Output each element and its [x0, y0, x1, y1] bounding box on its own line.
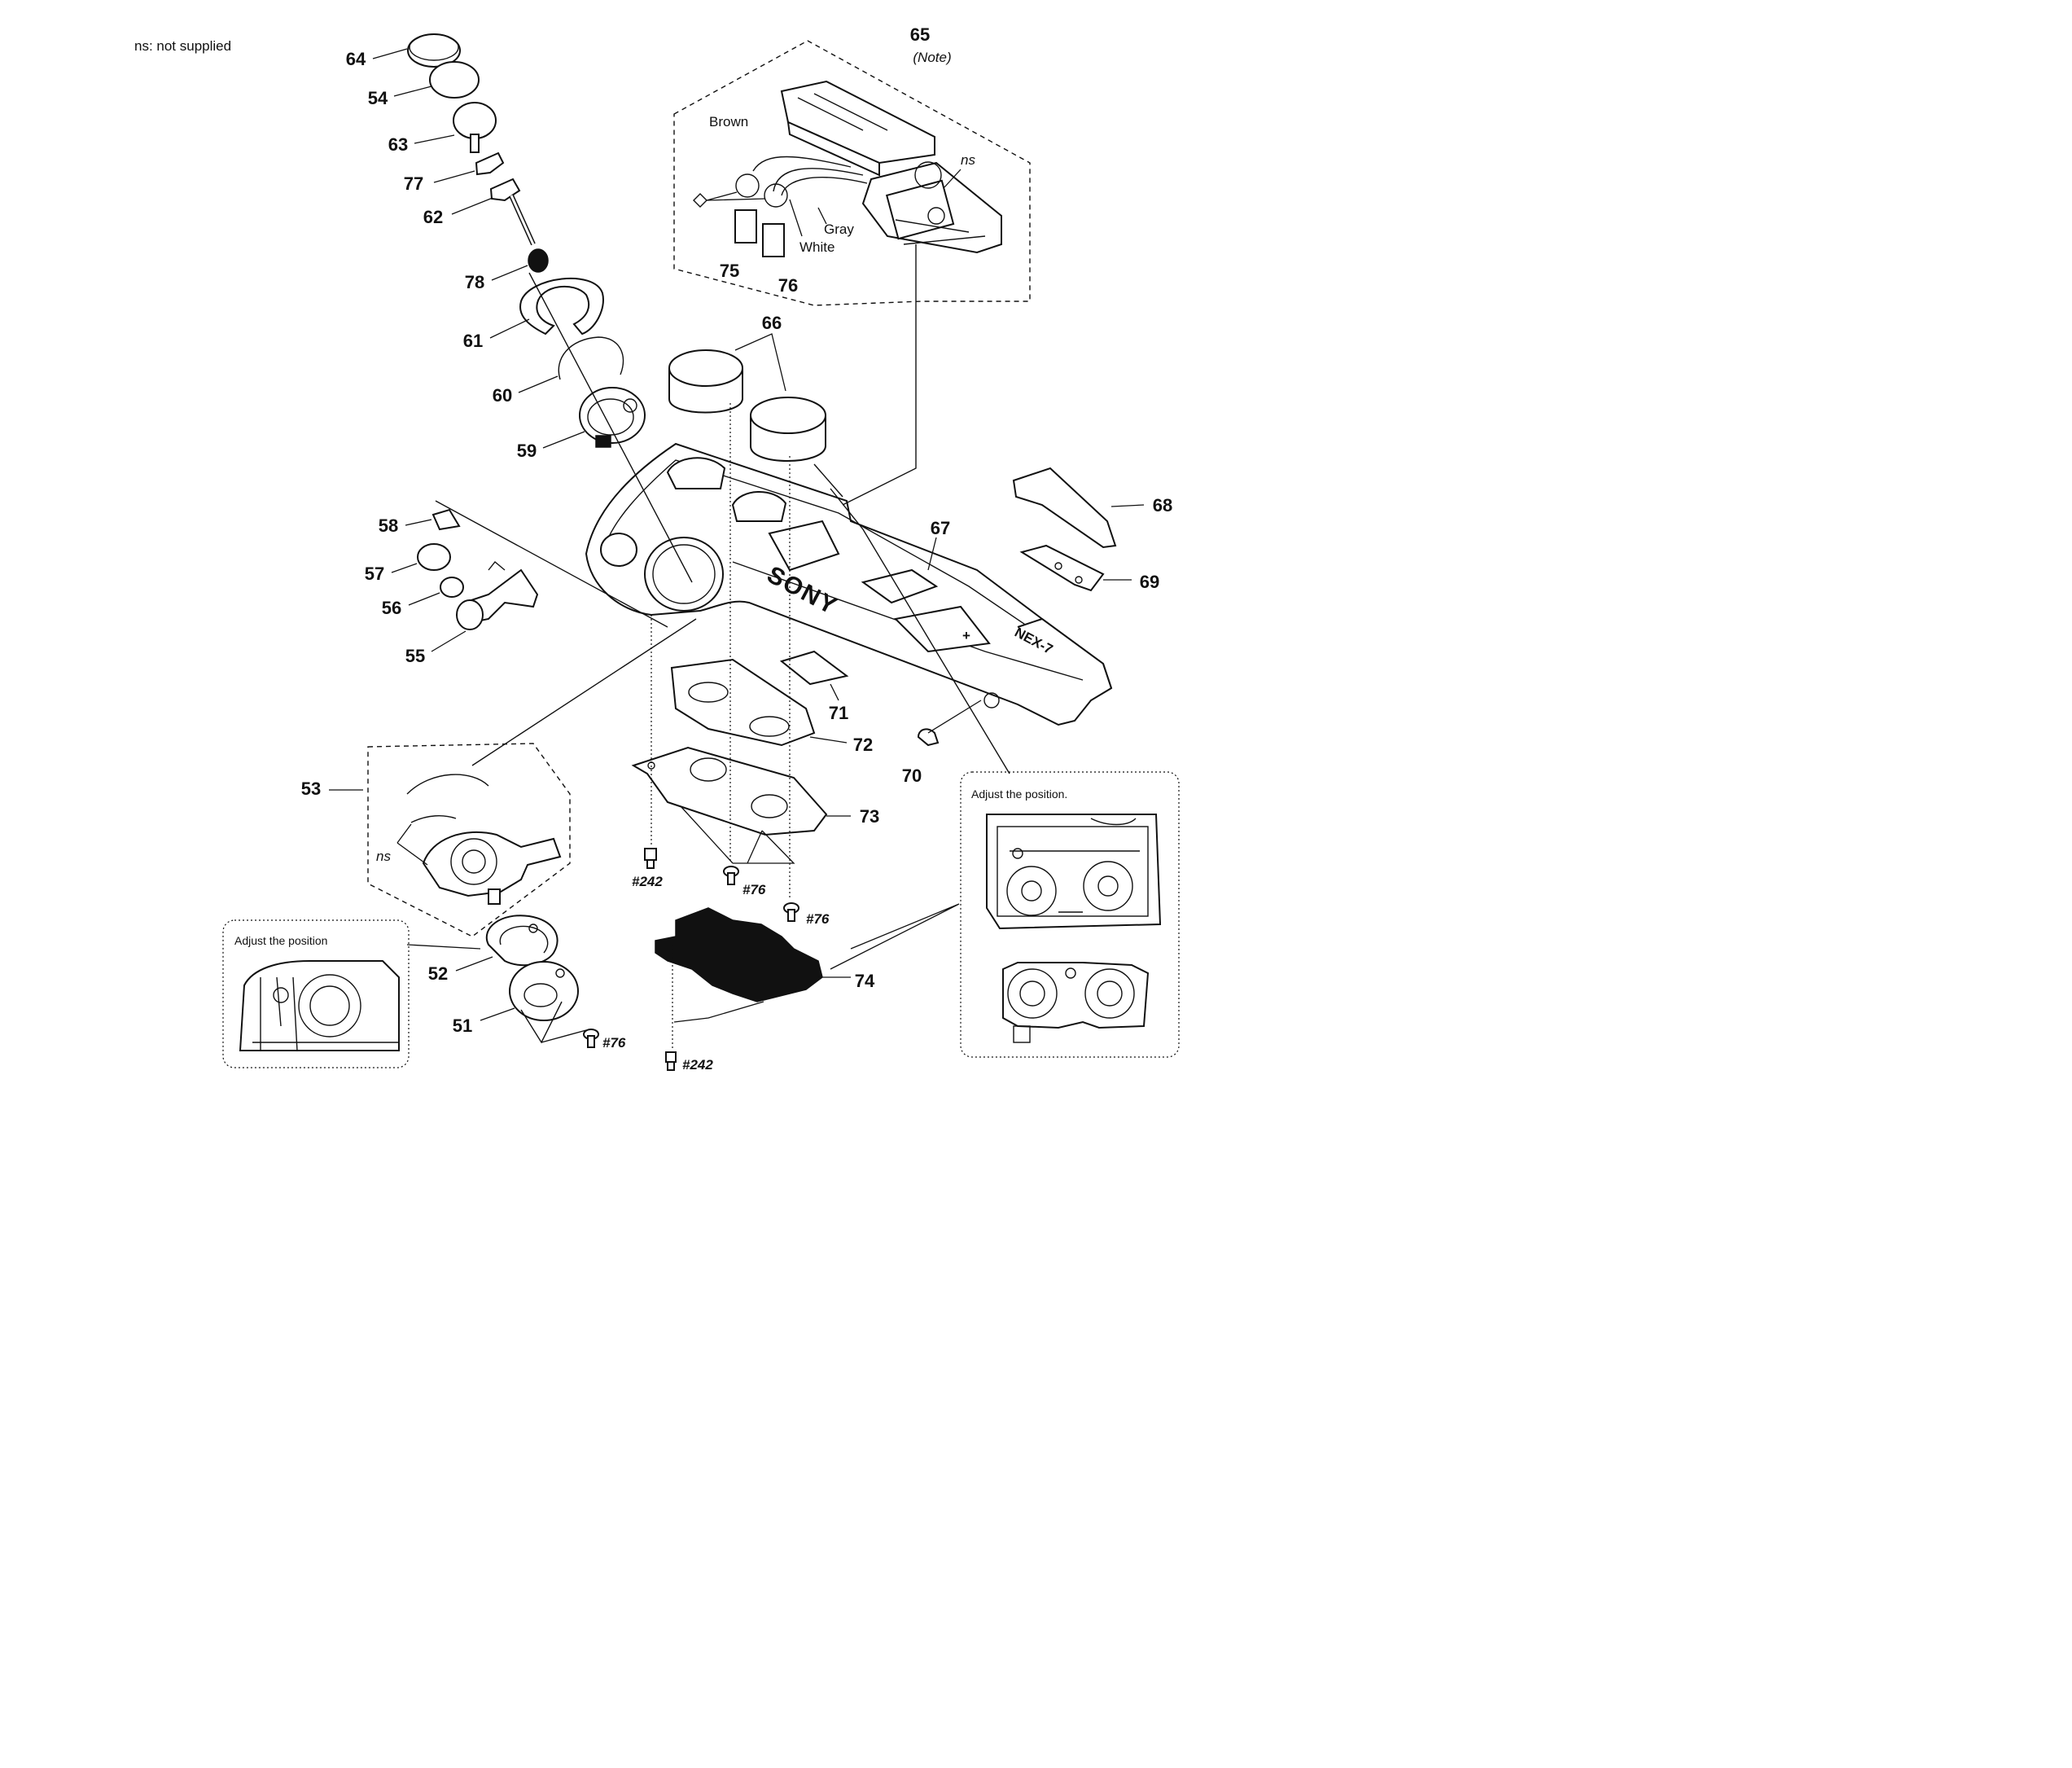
label-59: 59	[517, 441, 537, 461]
label-60: 60	[493, 385, 512, 406]
label-52: 52	[428, 963, 448, 984]
label-61: 61	[463, 331, 483, 351]
label-51: 51	[453, 1016, 472, 1036]
cover-recess-3	[893, 605, 991, 653]
wire-label-gray: Gray	[824, 222, 854, 237]
label-73: 73	[860, 806, 879, 827]
screw-76-right: #76	[806, 911, 830, 927]
screw-76-bottom-icon	[583, 1029, 599, 1048]
callout-right-box	[960, 771, 1180, 1058]
cover-mark: +	[962, 628, 970, 643]
part-70-clip	[917, 728, 940, 747]
label-70: 70	[902, 766, 922, 786]
part-76-brush	[762, 223, 785, 257]
label-71: 71	[829, 703, 848, 723]
label-65: 65	[910, 24, 930, 45]
label-56: 56	[382, 598, 401, 618]
part-55-switch	[456, 561, 539, 630]
callout-right-illustration	[986, 814, 1162, 1043]
screw-76-right-icon	[783, 902, 799, 922]
screw-242-lower-icon	[665, 1051, 677, 1071]
label-66: 66	[762, 313, 782, 333]
part-66-dial-b	[750, 397, 826, 462]
label-53: 53	[301, 779, 321, 799]
connector-ring-75	[735, 173, 760, 198]
part-51-bracket	[509, 961, 579, 1044]
part-62-lever	[489, 178, 521, 202]
brown-wire	[752, 156, 852, 172]
label-54: 54	[368, 88, 388, 108]
label-55: 55	[405, 646, 425, 666]
dial-well-1	[666, 457, 726, 489]
label-63: 63	[388, 134, 408, 155]
part-77-spring	[475, 151, 505, 176]
part-59-holder	[579, 387, 646, 444]
screw-76-center-icon	[723, 866, 739, 885]
part-57-disc	[417, 543, 451, 571]
part-56-disc	[440, 577, 464, 598]
gray-wire	[781, 177, 868, 196]
screw-242-upper: #242	[632, 874, 663, 889]
screw-242-lower: #242	[682, 1057, 713, 1073]
group-65-outline	[673, 40, 1031, 306]
label-78: 78	[465, 272, 484, 292]
not-supplied-note: ns: not supplied	[134, 38, 231, 54]
screw-76-center: #76	[743, 882, 766, 897]
callout-right-text: Adjust the position.	[971, 787, 1067, 801]
part-69-plate	[1019, 544, 1105, 592]
screw-76-bottom: #76	[602, 1035, 626, 1051]
ns-label-top: ns	[961, 152, 975, 168]
part-71-tape	[779, 650, 849, 686]
dial-hole-large	[644, 537, 724, 612]
part-63-button	[453, 102, 497, 139]
screw-242-upper-icon	[644, 848, 657, 869]
label-72: 72	[853, 735, 873, 755]
dial-well-2	[731, 491, 787, 522]
group-53-outline	[367, 743, 571, 937]
label-74: 74	[855, 971, 875, 991]
diagram-canvas: ns: not supplied 65 (Note) Brown Gray Wh…	[134, 24, 1180, 1073]
part-72-sheet	[670, 658, 816, 747]
part-75-brush	[734, 209, 757, 243]
diamond-marker	[693, 193, 707, 208]
callout-left-illustration	[239, 960, 400, 1051]
top-cover-body	[585, 442, 1113, 726]
label-69: 69	[1140, 572, 1159, 592]
label-75: 75	[720, 261, 739, 281]
part-53-dial-mechanism	[406, 774, 562, 905]
callout-left-box	[222, 919, 410, 1068]
label-76: 76	[778, 275, 798, 296]
label-64: 64	[346, 49, 366, 69]
part-66-dial-a	[668, 349, 743, 414]
part-78-coil	[528, 248, 549, 273]
wire-label-white: White	[799, 239, 834, 255]
label-68: 68	[1153, 495, 1172, 515]
callout-left-text: Adjust the position	[234, 934, 327, 947]
cover-recess-1	[768, 520, 840, 572]
cover-recess-2	[861, 568, 939, 604]
exploded-parts-diagram: ns: not supplied 65 (Note) Brown Gray Wh…	[0, 0, 1277, 1088]
note-65: (Note)	[913, 50, 951, 65]
part-54-disc	[429, 61, 480, 99]
label-77: 77	[404, 173, 423, 194]
part-58-tape	[431, 508, 461, 531]
part-52-gasket	[486, 915, 559, 967]
label-62: 62	[423, 207, 443, 227]
connector-ring-76	[764, 183, 788, 208]
ns-label-bottom: ns	[376, 849, 391, 864]
label-57: 57	[365, 564, 384, 584]
part-65-flash-unit	[780, 80, 1002, 254]
part-61-ring	[519, 277, 604, 336]
wire-label-brown: Brown	[709, 114, 748, 129]
part-74-circuit-board	[655, 907, 823, 1002]
part-68-lid	[1012, 467, 1117, 549]
label-58: 58	[379, 515, 398, 536]
label-67: 67	[931, 518, 950, 538]
dial-hole-small	[600, 533, 637, 567]
part-60-clip	[558, 336, 624, 380]
